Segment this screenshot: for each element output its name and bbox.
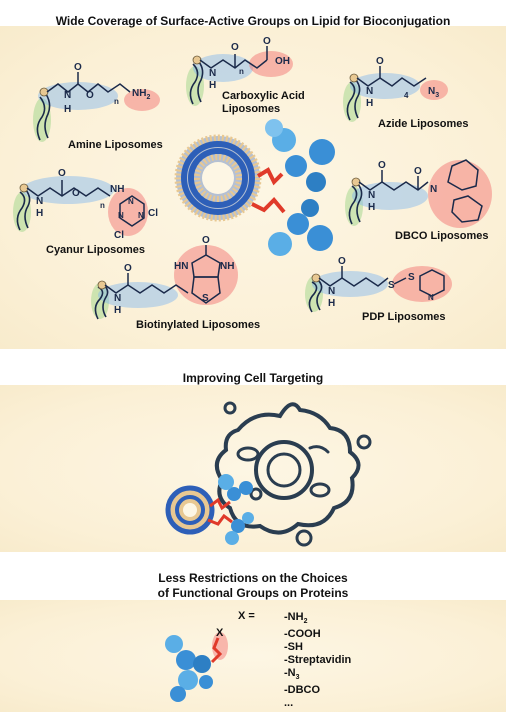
- dbco-o2-atom: O: [414, 166, 422, 177]
- pdp-h-atom: H: [328, 298, 335, 309]
- liposome-bilayer: [174, 134, 262, 222]
- cyanur-lipid-structure: N H O O n NH N N N Cl Cl: [13, 168, 158, 241]
- dbco-liposomes-label: DBCO Liposomes: [395, 230, 489, 242]
- x-equals-label: X =: [238, 610, 255, 622]
- protein-with-x-illustration: X: [165, 627, 228, 702]
- functional-group-item: -Streptavidin: [284, 654, 352, 667]
- dbco-ring-n: N: [430, 184, 437, 195]
- targeting-liposome: [165, 485, 215, 535]
- pdp-liposomes-label: PDP Liposomes: [362, 311, 446, 323]
- pdp-ring-n: N: [428, 293, 434, 302]
- section2-title: Improving Cell Targeting: [182, 371, 324, 385]
- biotin-lipid-structure: N H O O HN NH S: [91, 235, 238, 320]
- cyanur-ring-n3: N: [138, 211, 144, 220]
- functional-group-item: -COOH: [284, 628, 321, 641]
- cell-targeting-illustration: [165, 401, 372, 547]
- central-liposome-antibody-illustration: [174, 119, 335, 256]
- functional-group-item: -NH2: [284, 611, 308, 626]
- antibody-bottom: [268, 199, 333, 256]
- carboxylic-h-atom: H: [209, 80, 216, 91]
- biotinylated-liposomes-label: Biotinylated Liposomes: [136, 319, 261, 331]
- cyanur-n-subscript: n: [100, 201, 105, 210]
- amine-ester-o: O: [86, 90, 94, 101]
- biotin-s-atom: S: [202, 293, 209, 304]
- cell-icon: [214, 402, 361, 535]
- cell-targeting-panel: [0, 385, 506, 552]
- carboxylic-o-atom: O: [231, 42, 239, 53]
- amine-carbonyl-o: O: [74, 62, 82, 73]
- functional-group-item: -SH: [284, 641, 303, 654]
- dbco-lipid-structure: N H O O N: [345, 159, 492, 228]
- cyanur-h-atom: H: [36, 208, 43, 219]
- carboxylic-label-line1: Carboxylic Acid: [222, 90, 305, 102]
- amine-lipid-structure: N H O O n NH2: [33, 62, 160, 142]
- amine-nh2-group: NH2: [132, 88, 150, 101]
- amine-n-subscript: n: [114, 97, 119, 106]
- biotin-nh-right: NH: [220, 261, 234, 272]
- cyanur-n-atom: N: [36, 196, 43, 207]
- cyanur-cl-bottom: Cl: [114, 230, 124, 241]
- biotin-o-atom: O: [124, 263, 132, 274]
- azide-lipid-structure: N H O 4 N3: [343, 56, 448, 122]
- section3-title: Less Restrictions on the Choices of Func…: [0, 571, 506, 601]
- carboxylic-n-subscript: n: [239, 67, 244, 76]
- carboxylic-oh-group: OH: [275, 56, 290, 67]
- cyanur-cl-right: Cl: [148, 208, 158, 219]
- pdp-lipid-structure: N H O S S N: [305, 256, 452, 313]
- protein-x-marker: X: [216, 627, 224, 639]
- section3-title-line2: of Functional Groups on Proteins: [157, 586, 349, 600]
- azide-h-atom: H: [366, 98, 373, 109]
- functional-group-item: ...: [284, 697, 294, 710]
- amine-h-atom: H: [64, 104, 71, 115]
- cyanur-ring-n2: N: [118, 211, 124, 220]
- dbco-n-atom: N: [368, 190, 375, 201]
- carboxylic-liposomes-label: Carboxylic Acid Liposomes: [222, 90, 305, 116]
- azide-n3-group: N3: [428, 86, 439, 99]
- carboxylic-label-line2: Liposomes: [222, 103, 281, 115]
- targeting-antibodies: [218, 474, 254, 545]
- functional-group-list: -NH2 -COOH-SH-Streptavidin-N3 -DBCO...: [284, 611, 351, 710]
- dbco-o1-atom: O: [378, 160, 386, 171]
- biotin-nh-left: HN: [174, 261, 188, 272]
- biotin-ring-o: O: [202, 235, 210, 246]
- azide-liposomes-label: Azide Liposomes: [378, 118, 469, 130]
- cyanur-carbonyl-o: O: [58, 168, 66, 179]
- biotin-n-atom: N: [114, 293, 121, 304]
- amine-liposomes-label: Amine Liposomes: [68, 139, 163, 151]
- pdp-o-atom: O: [338, 256, 346, 267]
- carboxylic-n-atom: N: [209, 68, 216, 79]
- cyanur-liposomes-label: Cyanur Liposomes: [46, 244, 146, 256]
- amine-n-atom: N: [64, 90, 71, 101]
- antibody-top: [265, 119, 335, 192]
- cyanur-ester-o: O: [72, 188, 80, 199]
- cyanur-nh-group: NH: [110, 184, 124, 195]
- protein-antibody-icon: [165, 635, 213, 702]
- pdp-n-atom: N: [328, 286, 335, 297]
- section3-title-line1: Less Restrictions on the Choices: [158, 571, 348, 585]
- section1-title: Wide Coverage of Surface-Active Groups o…: [55, 14, 451, 28]
- azide-n-atom: N: [366, 86, 373, 97]
- biotin-h-atom: H: [114, 305, 121, 316]
- functional-groups-panel: [0, 600, 506, 712]
- dbco-h-atom: H: [368, 202, 375, 213]
- cyanur-ring-n1: N: [128, 197, 134, 206]
- azide-o-atom: O: [376, 56, 384, 67]
- pdp-s2-atom: S: [408, 272, 415, 283]
- azide-4-subscript: 4: [404, 91, 409, 100]
- pdp-s1-atom: S: [388, 280, 395, 291]
- carboxylic-lipid-structure: N H O n O OH: [186, 36, 293, 106]
- carboxylic-o2-atom: O: [263, 36, 271, 47]
- functional-group-item: -N3: [284, 667, 300, 682]
- functional-group-item: -DBCO: [284, 684, 321, 697]
